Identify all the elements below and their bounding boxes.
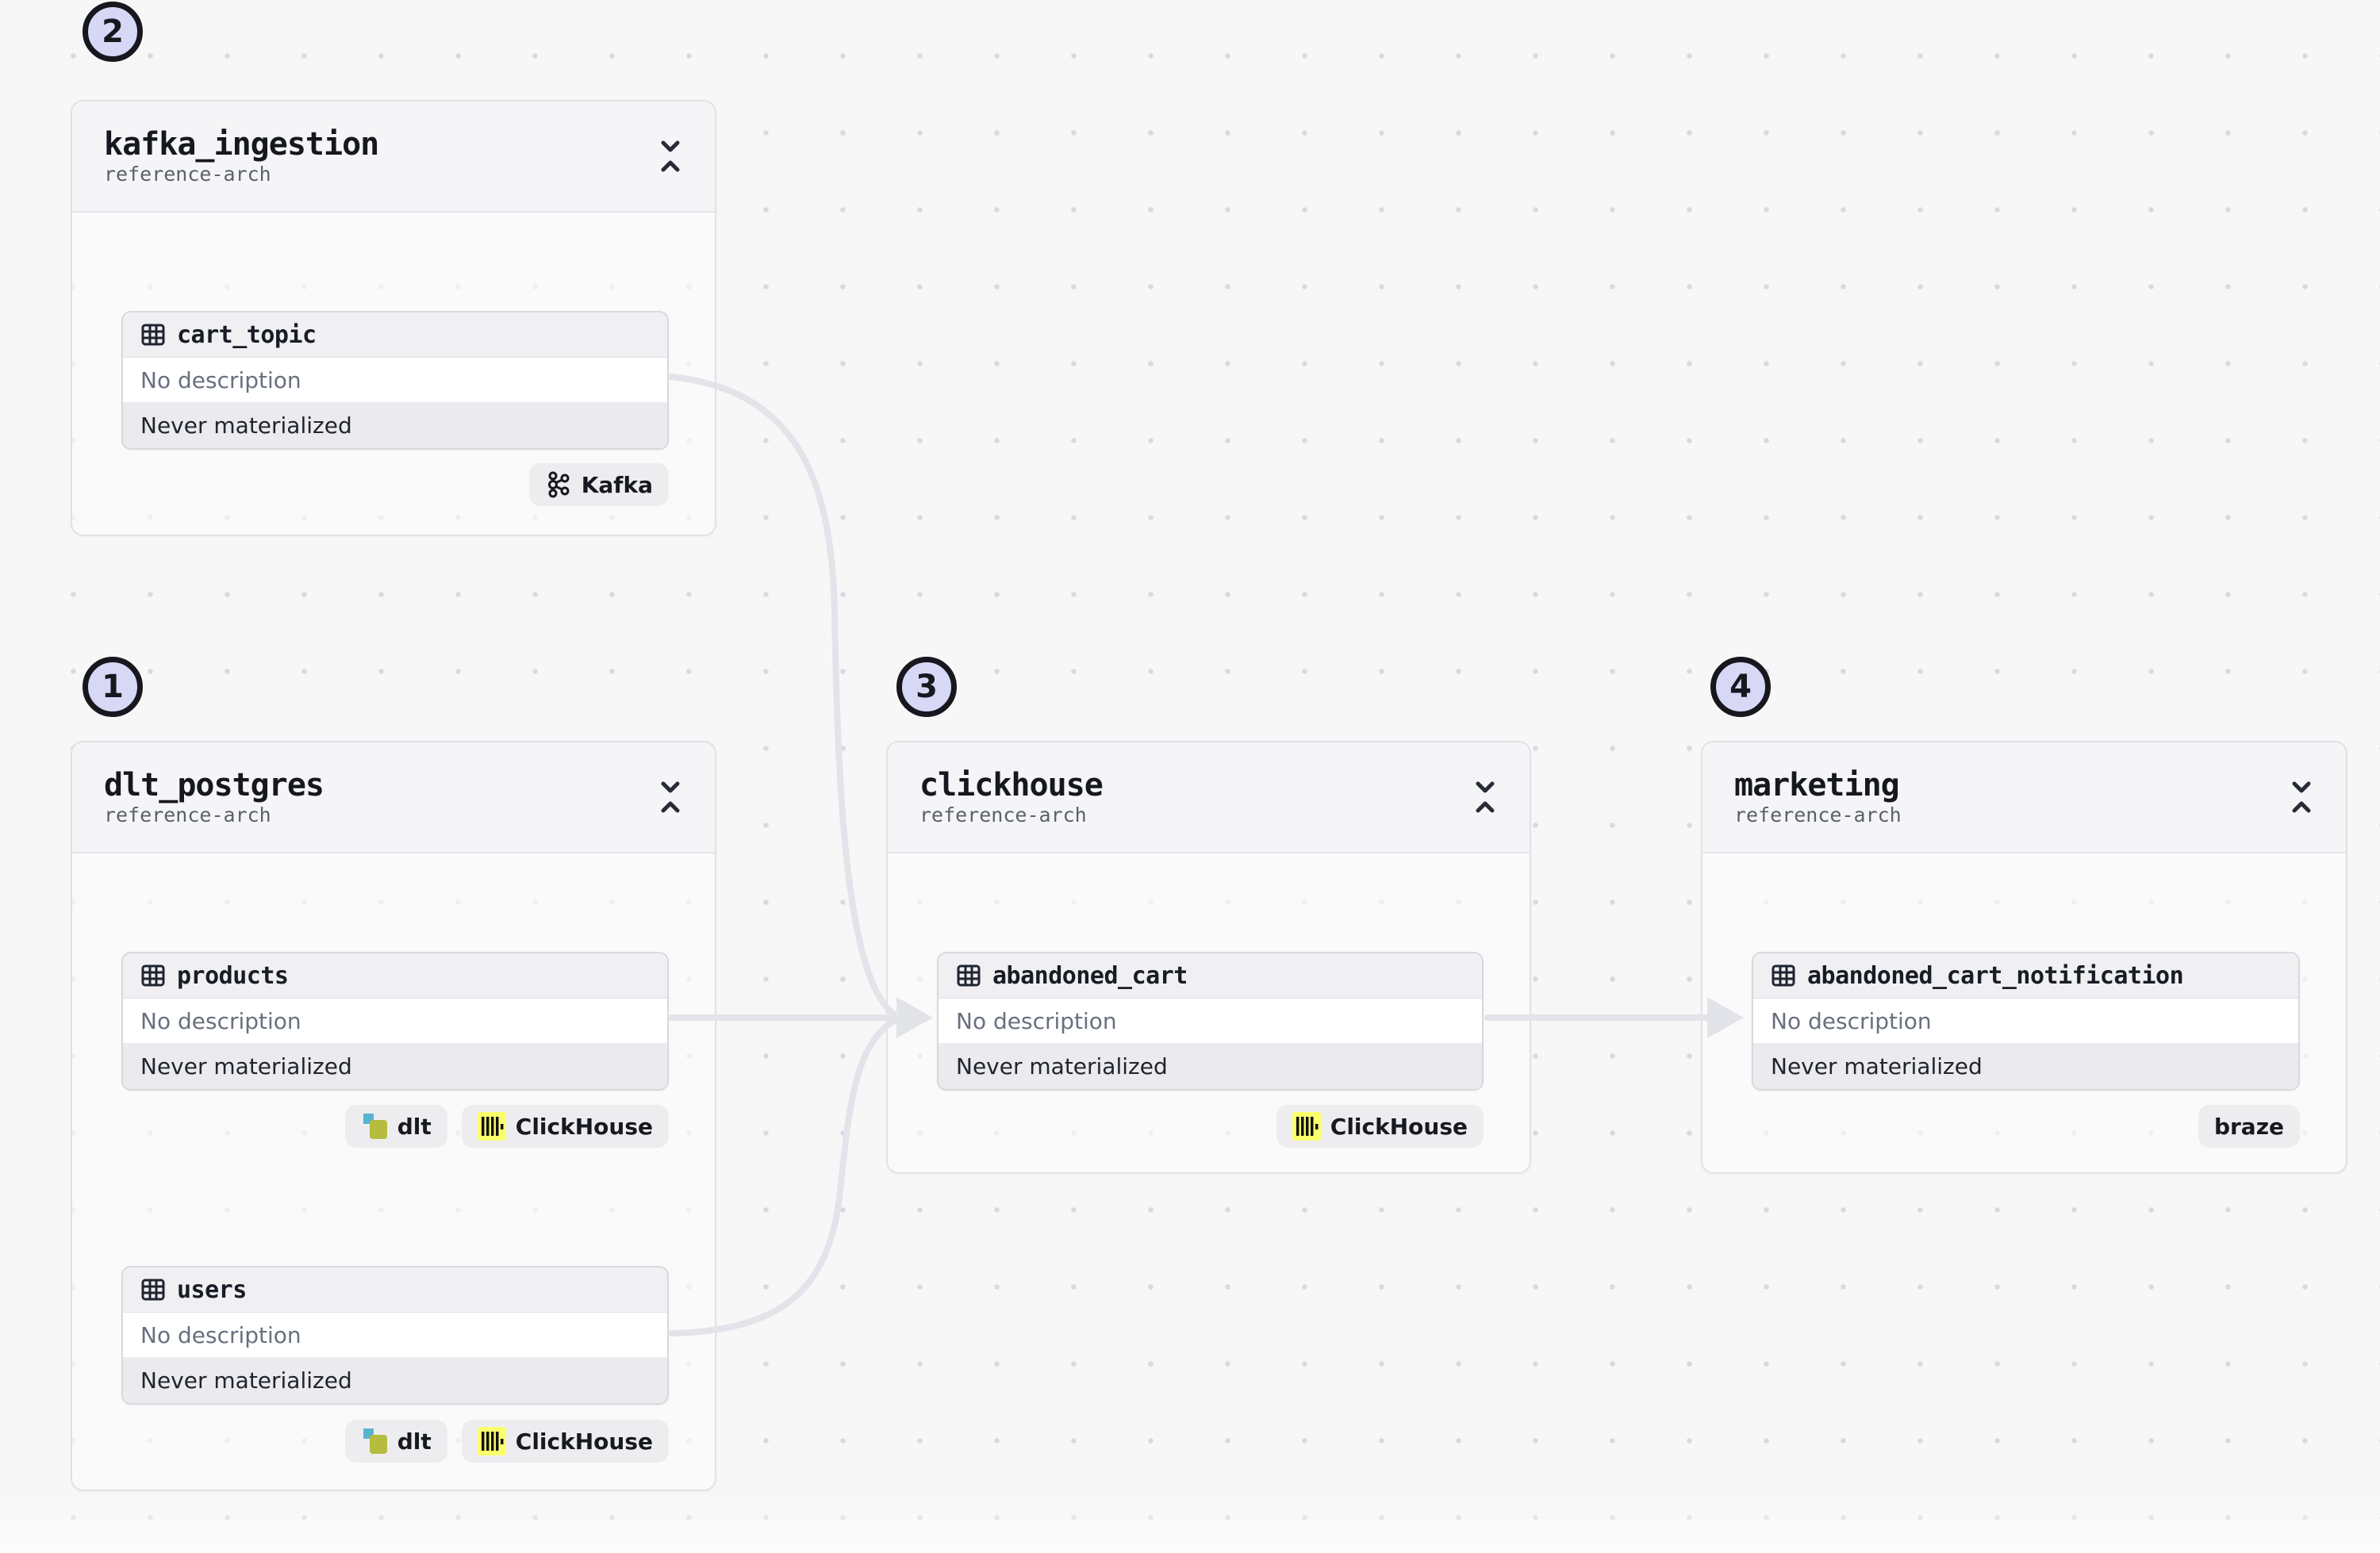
- asset-description: No description: [123, 999, 667, 1044]
- tag-braze[interactable]: braze: [2198, 1105, 2300, 1148]
- collapse-icon[interactable]: [653, 776, 688, 818]
- group-clickhouse-header[interactable]: clickhouse reference-arch: [888, 742, 1530, 853]
- group-title: clickhouse: [919, 767, 1104, 803]
- tag-dlt[interactable]: dlt: [344, 1105, 447, 1148]
- asset-card-abandoned-cart-notification[interactable]: abandoned_cart_notification No descripti…: [1752, 952, 2300, 1091]
- tag-label: dlt: [397, 1428, 432, 1455]
- tag-label: Kafka: [581, 471, 653, 498]
- asset-card-header[interactable]: cart_topic: [123, 313, 667, 358]
- clickhouse-icon: [477, 1112, 506, 1141]
- asset-name: abandoned_cart: [992, 961, 1188, 990]
- tag-label: braze: [2213, 1113, 2284, 1140]
- canvas-bottom-fade: [0, 1497, 2380, 1553]
- step-badge-2-number: 2: [102, 13, 124, 50]
- group-subtitle: reference-arch: [919, 803, 1087, 826]
- group-subtitle: reference-arch: [104, 803, 271, 826]
- tag-clickhouse[interactable]: ClickHouse: [1276, 1105, 1484, 1148]
- group-kafka-ingestion-header[interactable]: kafka_ingestion reference-arch: [72, 102, 715, 213]
- asset-description: No description: [123, 1313, 667, 1358]
- group-marketing-header[interactable]: marketing reference-arch: [1702, 742, 2346, 853]
- group-subtitle: reference-arch: [104, 163, 271, 186]
- asset-card-users[interactable]: users No description Never materialized: [121, 1266, 669, 1405]
- group-subtitle: reference-arch: [1734, 803, 1902, 826]
- asset-card-header[interactable]: abandoned_cart: [939, 953, 1482, 999]
- tag-clickhouse[interactable]: ClickHouse: [461, 1105, 669, 1148]
- group-kafka-ingestion[interactable]: kafka_ingestion reference-arch cart_topi…: [71, 100, 716, 536]
- asset-card-header[interactable]: products: [123, 953, 667, 999]
- dlt-icon: [361, 1428, 388, 1455]
- tag-clickhouse[interactable]: ClickHouse: [461, 1420, 669, 1463]
- asset-description: No description: [123, 358, 667, 403]
- asset-description: No description: [1753, 999, 2298, 1044]
- step-badge-2: 2: [83, 2, 143, 62]
- collapse-icon[interactable]: [1468, 776, 1503, 818]
- asset-card-products[interactable]: products No description Never materializ…: [121, 952, 669, 1091]
- asset-card-header[interactable]: abandoned_cart_notification: [1753, 953, 2298, 999]
- clickhouse-icon: [477, 1427, 506, 1455]
- tag-label: ClickHouse: [1330, 1113, 1468, 1140]
- asset-description: No description: [939, 999, 1482, 1044]
- asset-name: products: [177, 961, 289, 990]
- tag-label: dlt: [397, 1113, 432, 1140]
- asset-card-cart-topic[interactable]: cart_topic No description Never material…: [121, 311, 669, 450]
- asset-name: cart_topic: [177, 320, 317, 349]
- step-badge-4: 4: [1710, 657, 1771, 717]
- group-marketing[interactable]: marketing reference-arch abandoned_cart_…: [1701, 741, 2347, 1174]
- clickhouse-icon: [1292, 1112, 1321, 1141]
- group-title: dlt_postgres: [104, 767, 324, 803]
- asset-name: abandoned_cart_notification: [1807, 961, 2184, 990]
- asset-status: Never materialized: [939, 1044, 1482, 1089]
- tag-dlt[interactable]: dlt: [344, 1420, 447, 1463]
- asset-card-abandoned-cart[interactable]: abandoned_cart No description Never mate…: [937, 952, 1484, 1091]
- group-title: marketing: [1734, 767, 1900, 803]
- asset-status: Never materialized: [123, 1044, 667, 1089]
- collapse-icon[interactable]: [653, 136, 688, 177]
- tag-label: ClickHouse: [515, 1113, 653, 1140]
- group-dlt-postgres[interactable]: dlt_postgres reference-arch products: [71, 741, 716, 1491]
- asset-status: Never materialized: [123, 403, 667, 448]
- tag-label: ClickHouse: [515, 1428, 653, 1455]
- table-icon: [140, 963, 166, 988]
- table-icon: [1771, 963, 1796, 988]
- group-dlt-postgres-header[interactable]: dlt_postgres reference-arch: [72, 742, 715, 853]
- collapse-icon[interactable]: [2284, 776, 2319, 818]
- tag-kafka[interactable]: Kafka: [528, 463, 669, 506]
- group-title: kafka_ingestion: [104, 126, 379, 163]
- step-badge-1: 1: [83, 657, 143, 717]
- table-icon: [140, 322, 166, 347]
- asset-name: users: [177, 1275, 247, 1304]
- step-badge-1-number: 1: [102, 669, 124, 705]
- table-icon: [956, 963, 981, 988]
- dlt-icon: [361, 1113, 388, 1140]
- step-badge-3-number: 3: [916, 669, 938, 705]
- kafka-icon: [545, 471, 572, 498]
- asset-status: Never materialized: [1753, 1044, 2298, 1089]
- step-badge-3: 3: [896, 657, 957, 717]
- group-clickhouse[interactable]: clickhouse reference-arch abandoned_cart: [886, 741, 1531, 1174]
- asset-card-header[interactable]: users: [123, 1267, 667, 1313]
- table-icon: [140, 1277, 166, 1302]
- step-badge-4-number: 4: [1729, 669, 1752, 705]
- asset-status: Never materialized: [123, 1358, 667, 1403]
